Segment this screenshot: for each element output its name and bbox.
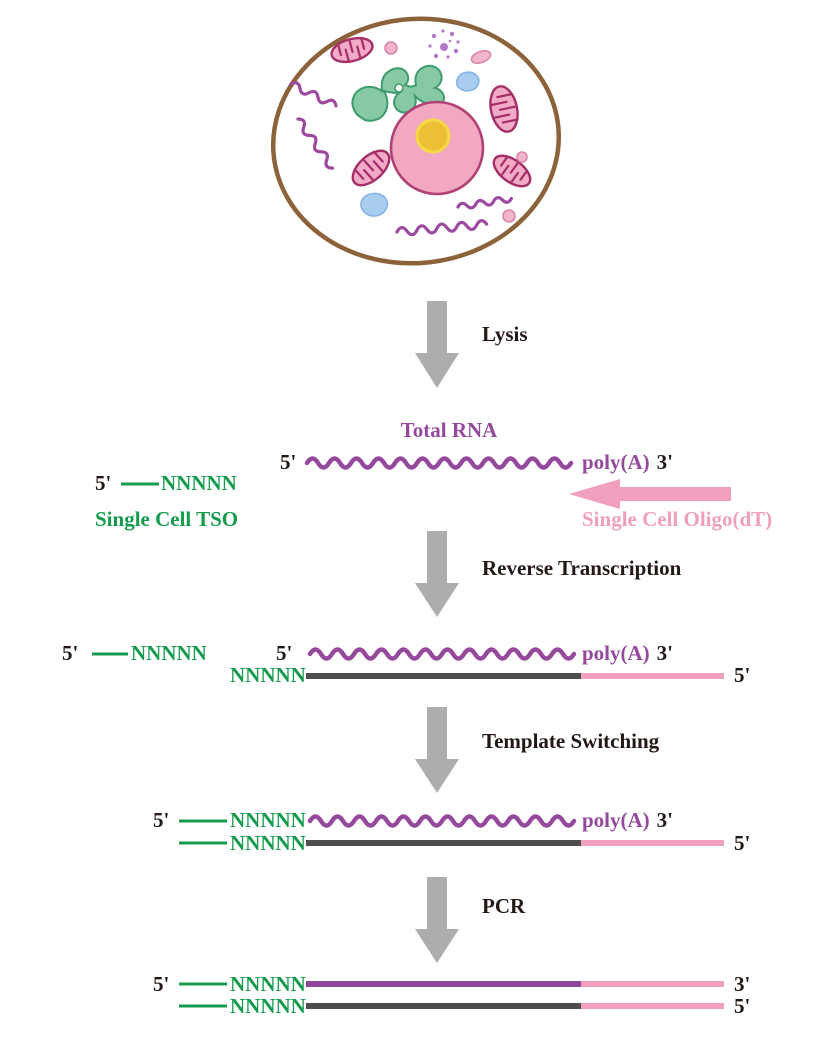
five-prime-label: 5' xyxy=(153,808,170,832)
three-prime-label: 3' xyxy=(734,972,751,996)
poly-a-label: poly(A) xyxy=(582,641,650,665)
five-prime-label: 5' xyxy=(734,663,751,687)
tso-nnnnn-label: NNNNN xyxy=(161,471,237,495)
rna-wavy-strand xyxy=(307,647,577,661)
three-prime-label: 3' xyxy=(656,450,674,474)
cdna-nnnnn-label: NNNNN xyxy=(230,831,306,855)
tso-five-prime-label: 5' xyxy=(95,471,112,495)
template-switching-arrow-icon xyxy=(415,707,459,793)
poly-a-three-prime-label: poly(A)3' xyxy=(582,450,673,474)
poly-a-label: poly(A) xyxy=(582,808,650,832)
tso-nnnnn-label: NNNNN xyxy=(230,972,306,996)
rna-wavy-strand xyxy=(307,814,577,828)
five-prime-label: 5' xyxy=(276,641,293,665)
single-cell-oligo-dt-caption: Single Cell Oligo(dT) xyxy=(582,507,773,531)
five-prime-label: 5' xyxy=(734,994,751,1018)
poly-a-three-prime-label: poly(A)3' xyxy=(582,641,673,665)
oligo-dt-primer-arrow-icon xyxy=(569,479,731,509)
mitochondrion-icon xyxy=(489,85,519,133)
mrna-squiggle-icon xyxy=(289,81,513,237)
tso-fragment-five-prime-label: 5' xyxy=(62,641,79,665)
tso-fragment-nnnnn-label: NNNNN xyxy=(131,641,207,665)
lysis-arrow-icon xyxy=(415,301,459,388)
poly-a-label: poly(A) xyxy=(582,450,650,474)
reverse-transcription-arrow-icon xyxy=(415,531,459,617)
vesicle-blue-icon xyxy=(360,71,480,217)
nucleolus-icon xyxy=(415,118,451,154)
tso-nnnnn-label: NNNNN xyxy=(230,808,306,832)
mitochondrion-icon xyxy=(492,154,532,188)
mitochondrion-icon xyxy=(351,149,391,187)
vesicle-pink-icon xyxy=(384,41,528,223)
total-rna-title: Total RNA xyxy=(400,418,498,442)
cell-illustration xyxy=(270,16,562,266)
cdna-nnnnn-label: NNNNN xyxy=(230,994,306,1018)
cdna-nnnnn-label: NNNNN xyxy=(230,663,306,687)
poly-a-three-prime-label: poly(A)3' xyxy=(582,808,673,832)
golgi-apparatus-icon xyxy=(351,64,446,122)
single-cell-tso-caption: Single Cell TSO xyxy=(95,507,239,531)
template-switching-step-label: Template Switching xyxy=(482,729,660,753)
reverse-transcription-step-label: Reverse Transcription xyxy=(482,556,682,580)
five-prime-label: 5' xyxy=(280,450,297,474)
centriole-dots-icon xyxy=(428,29,460,59)
lysis-step-label: Lysis xyxy=(482,322,528,346)
three-prime-label: 3' xyxy=(656,808,674,832)
mitochondrion-icon xyxy=(330,36,374,64)
five-prime-label: 5' xyxy=(734,831,751,855)
five-prime-label: 5' xyxy=(153,972,170,996)
step-arrows xyxy=(415,301,459,963)
pcr-arrow-icon xyxy=(415,877,459,963)
three-prime-label: 3' xyxy=(656,641,674,665)
pcr-step-label: PCR xyxy=(482,894,526,918)
total-rna-wavy-strand xyxy=(304,456,574,470)
